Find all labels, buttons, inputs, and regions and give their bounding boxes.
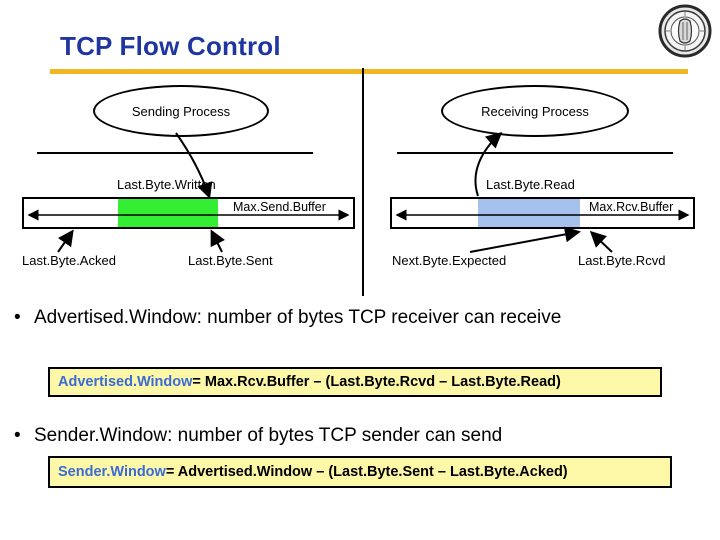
receive-buffer-measure-arrow: [395, 209, 690, 221]
label-next-byte-expected: Next.Byte.Expected: [392, 253, 507, 268]
label-last-byte-acked: Last.Byte.Acked: [22, 253, 116, 268]
bullet-advertised-window: • Advertised.Window: number of bytes TCP…: [14, 305, 561, 330]
arrow-last-byte-acked-leader: [57, 229, 74, 253]
formula-sender-window-expression: = Advertised.Window – (Last.Byte.Sent – …: [165, 464, 568, 480]
label-last-byte-read: Last.Byte.Read: [486, 177, 575, 192]
bullet-marker-icon: •: [14, 307, 21, 328]
arrow-next-byte-expected-leader: [469, 226, 581, 253]
receiver-api-boundary-line: [397, 152, 673, 154]
sender-receiver-divider: [362, 68, 364, 296]
receive-buffer-bar: [390, 197, 695, 229]
bullet-marker-icon: •: [14, 425, 21, 446]
label-last-byte-rcvd: Last.Byte.Rcvd: [578, 253, 666, 268]
sender-api-boundary-line: [37, 152, 313, 154]
label-max-send-buffer: Max.Send.Buffer: [232, 200, 327, 214]
arrow-last-byte-sent-leader: [210, 229, 225, 253]
bullet-sender-window: • Sender.Window: number of bytes TCP sen…: [14, 423, 502, 448]
bullet-sender-window-text: Sender.Window: number of bytes TCP sende…: [34, 425, 503, 446]
arrow-last-byte-rcvd-leader: [589, 230, 613, 253]
title-divider-rule: [50, 69, 688, 74]
label-last-byte-sent: Last.Byte.Sent: [188, 253, 273, 268]
label-max-rcv-buffer: Max.Rcv.Buffer: [588, 200, 675, 214]
page-title: TCP Flow Control: [60, 31, 281, 61]
bullet-advertised-window-text: Advertised.Window: number of bytes TCP r…: [34, 307, 562, 328]
formula-advertised-window-term: Advertised.Window: [58, 374, 193, 390]
formula-sender-window: Sender.Window = Advertised.Window – (Las…: [48, 456, 672, 488]
university-seal-icon: [658, 4, 712, 58]
sending-process-label: Sending Process: [131, 103, 231, 119]
formula-sender-window-term: Sender.Window: [58, 464, 166, 480]
formula-advertised-window: Advertised.Window = Max.Rcv.Buffer – (La…: [48, 367, 662, 397]
label-last-byte-written: Last.Byte.Written: [117, 177, 216, 192]
receiving-process-label: Receiving Process: [481, 103, 589, 119]
formula-advertised-window-expression: = Max.Rcv.Buffer – (Last.Byte.Rcvd – Las…: [192, 374, 561, 390]
send-buffer-measure-arrow: [27, 209, 350, 221]
sending-process-node: Sending Process: [93, 85, 269, 137]
receiving-process-node: Receiving Process: [441, 85, 629, 137]
